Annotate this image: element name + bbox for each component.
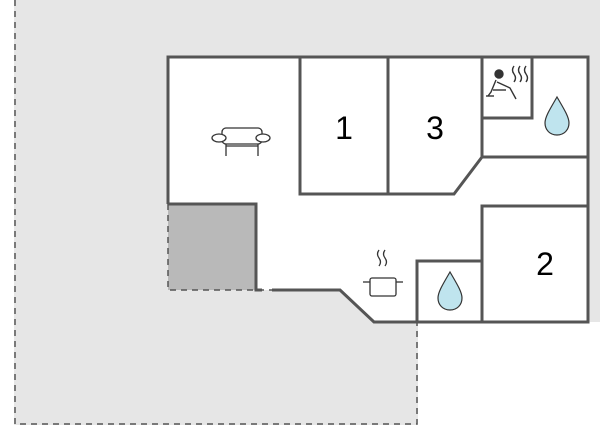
bathroom-upper-wall	[480, 118, 588, 159]
room-3	[386, 55, 484, 196]
sauna-room	[480, 55, 534, 120]
sauna-icon	[486, 65, 529, 100]
inner-wall-terrace	[168, 202, 262, 292]
terrace-edge	[167, 204, 272, 291]
outside-right	[418, 322, 600, 431]
water-drop-icon	[544, 95, 570, 136]
cooking-pot-icon	[363, 249, 403, 297]
water-drop-icon	[437, 270, 463, 311]
room-2-label: 2	[536, 246, 554, 282]
plot-boundary-left	[14, 0, 418, 425]
sofa-icon	[211, 127, 271, 156]
outside-strip-bottom	[14, 425, 600, 431]
room-1-label: 1	[335, 110, 353, 146]
bathroom-lower	[415, 259, 484, 324]
room-3-label: 3	[426, 110, 444, 146]
covered-terrace	[168, 204, 256, 290]
outside-strip	[0, 0, 14, 431]
